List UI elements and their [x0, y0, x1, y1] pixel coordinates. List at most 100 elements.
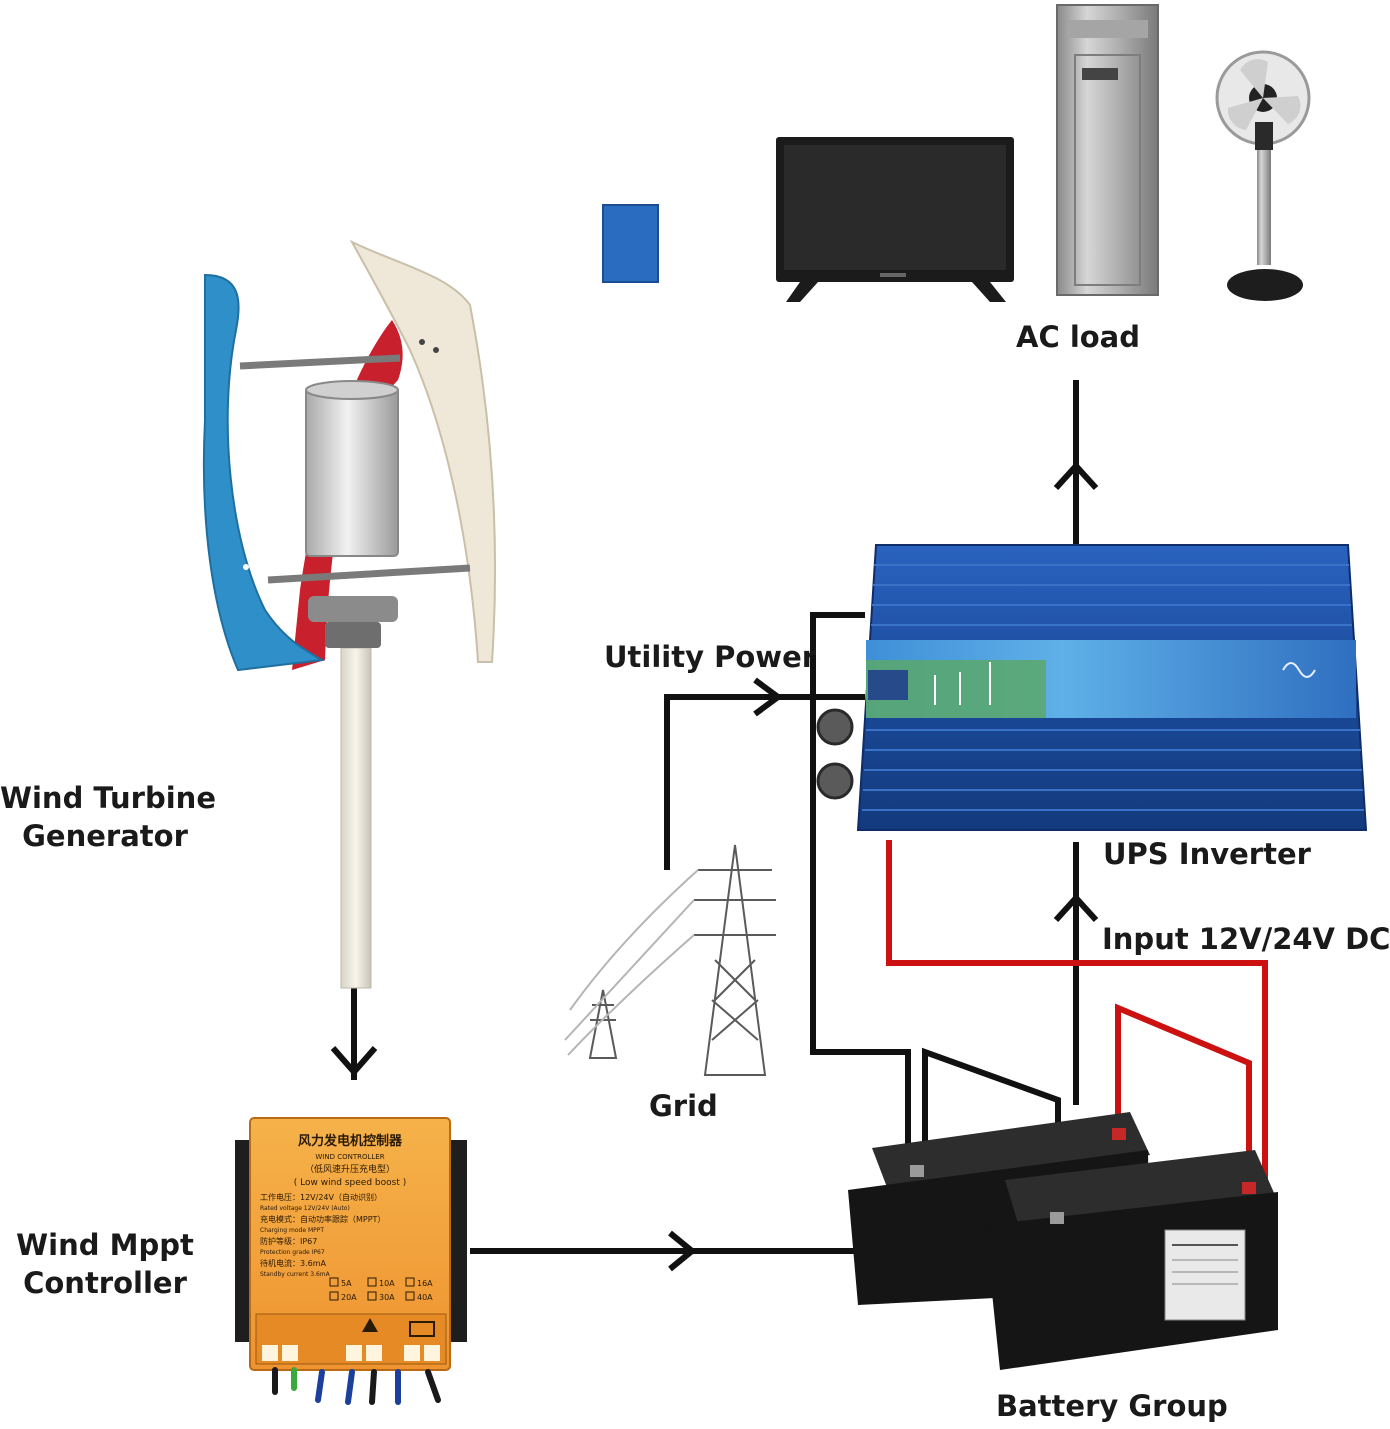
controller-option-box	[367, 1291, 377, 1301]
label-ups-inverter: UPS Inverter	[1103, 837, 1311, 871]
wind-turbine-symbol-icon	[362, 1318, 378, 1332]
controller-option-box	[329, 1291, 339, 1301]
tv-brand-mark	[880, 273, 906, 277]
controller-boost-en: ( Low wind speed boost )	[294, 1178, 406, 1188]
controller-terminal	[346, 1345, 362, 1361]
blade-bolt	[419, 339, 425, 345]
turbine-hub-lower	[325, 622, 381, 648]
ups-inverter	[816, 544, 1368, 831]
inverter-fins	[862, 564, 1364, 811]
ac-tower-body	[1056, 4, 1159, 296]
controller-spec: 待机电流：3.6mA	[260, 1258, 327, 1268]
controller-option-label: 20A	[341, 1293, 357, 1302]
controller-spec: 工作电压：12V/24V（自动识别）	[260, 1192, 382, 1202]
label-wind-turbine-generator: Wind Turbine Generator	[0, 779, 216, 855]
controller-spec: Charging mode MPPT	[260, 1227, 324, 1234]
tower-small	[588, 989, 618, 1059]
controller-spec: Protection grade IP67	[260, 1249, 325, 1256]
fan-blade	[1240, 59, 1268, 98]
ac-tower-panel	[1074, 54, 1141, 286]
blade-bolt	[243, 564, 249, 570]
controller-spec: 充电模式：自动功率跟踪（MPPT）	[260, 1214, 385, 1224]
controller-terminal	[366, 1345, 382, 1361]
sine-wave-icon	[1282, 662, 1316, 678]
battery-label-sticker	[1164, 1229, 1246, 1321]
wires	[330, 380, 1268, 1272]
label-battery-group: Battery Group	[996, 1389, 1228, 1423]
arrow-up-inverter	[1053, 893, 1099, 923]
controller-spec: Standby current 3.6mA	[260, 1271, 331, 1278]
controller-terminal	[424, 1345, 440, 1361]
controller-option-label: 30A	[379, 1293, 395, 1302]
turbine-arm-top	[239, 354, 401, 370]
controller-spec: 防护等级：IP67	[260, 1236, 317, 1246]
turbine-arm-bottom	[267, 564, 471, 584]
arrow-right-utility	[753, 677, 784, 717]
battery-terminal	[1112, 1128, 1126, 1140]
controller-subtitle: WIND CONTROLLER	[315, 1153, 384, 1161]
label-ac-load: AC load	[1016, 320, 1141, 354]
grid-towers	[564, 844, 776, 1076]
arrow-down-controller	[330, 1046, 378, 1077]
battery-terminal	[1050, 1212, 1064, 1224]
wire-red-loop	[886, 840, 1268, 1195]
wire-red-battery-link	[1115, 1003, 1252, 1190]
power-line	[564, 899, 695, 1041]
arrow-up-load	[1053, 461, 1099, 491]
battery-symbol-icon	[409, 1321, 435, 1337]
air-conditioner-tower	[1056, 4, 1159, 296]
controller-option-box	[405, 1291, 415, 1301]
controller-option-label: 5A	[341, 1279, 352, 1288]
inverter-port	[816, 762, 854, 800]
wind-mppt-controller: 风力发电机控制器 WIND CONTROLLER （低风速升压充电型） ( Lo…	[235, 1117, 467, 1405]
power-line	[567, 934, 695, 1056]
blade-bolt	[433, 347, 439, 353]
controller-option-box	[405, 1277, 415, 1287]
label-wind-turbine-line2: Generator	[22, 819, 188, 853]
turbine-blade-blue	[202, 273, 326, 672]
television	[776, 137, 1014, 302]
solar-panel-swatch	[602, 204, 659, 283]
wire-black-loop	[810, 612, 911, 1170]
fan-motor	[1255, 122, 1273, 150]
blade-bolt	[255, 564, 261, 570]
label-controller-line2: Controller	[23, 1266, 187, 1300]
label-grid: Grid	[649, 1089, 718, 1123]
turbine-blade-cream	[349, 239, 497, 663]
fan-base	[1227, 269, 1303, 301]
power-line	[569, 869, 699, 1011]
battery-front	[985, 1150, 1278, 1370]
inverter-port	[816, 708, 854, 746]
standing-fan	[1215, 50, 1311, 301]
tv-stand-right	[972, 282, 1006, 302]
controller-terminal	[262, 1345, 278, 1361]
label-utility-power: Utility Power	[604, 640, 817, 674]
controller-option-box	[329, 1277, 339, 1287]
label-wind-turbine-line1: Wind Turbine	[0, 781, 216, 815]
ac-tower-display	[1082, 68, 1118, 80]
tower-large	[703, 844, 767, 1076]
controller-spec: Rated voltage 12V/24V (Auto)	[260, 1205, 350, 1212]
tv-stand-left	[786, 282, 818, 302]
label-input-dc: Input 12V/24V DC	[1102, 922, 1390, 956]
turbine-generator	[305, 387, 399, 557]
turbine-hub	[308, 596, 398, 622]
wire-grid-to-inverter	[664, 694, 865, 870]
label-controller-line1: Wind Mppt	[16, 1228, 194, 1262]
ac-tower-vent	[1068, 20, 1148, 38]
turbine-generator-cap	[305, 380, 399, 400]
inverter-solar-panel-art	[868, 670, 908, 700]
arrow-right-battery	[668, 1230, 697, 1272]
controller-title: 风力发电机控制器	[298, 1133, 403, 1149]
controller-terminal	[404, 1345, 420, 1361]
fan-blade	[1227, 98, 1263, 130]
controller-option-label: 10A	[379, 1279, 395, 1288]
battery-terminal	[910, 1165, 924, 1177]
controller-terminal	[282, 1345, 298, 1361]
controller-cables	[272, 1367, 441, 1405]
controller-option-label: 40A	[417, 1293, 433, 1302]
battery-terminal	[1242, 1182, 1256, 1194]
wind-turbine	[202, 239, 497, 989]
